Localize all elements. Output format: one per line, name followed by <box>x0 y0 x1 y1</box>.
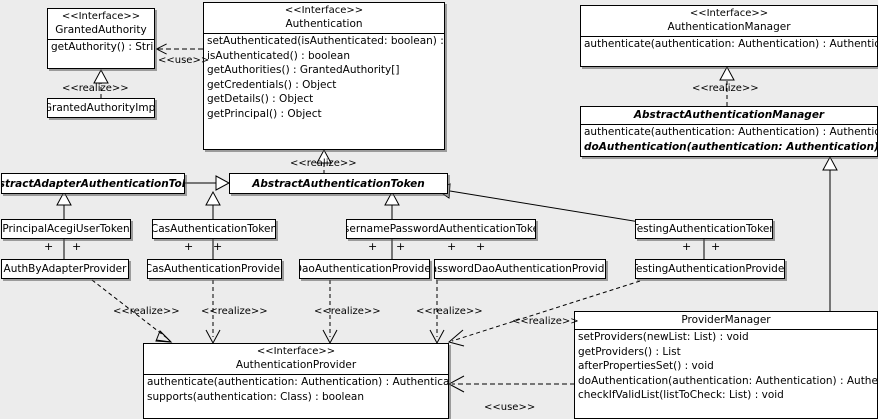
class-authentication-provider[interactable]: <<Interface>> AuthenticationProvider aut… <box>143 343 449 419</box>
class-name: GrantedAuthorityImpl <box>47 102 155 114</box>
stereotype-label: <<Interface>> <box>689 8 769 19</box>
class-header: <<Interface>> AuthenticationProvider <box>144 344 448 374</box>
class-abstract-authentication-token[interactable]: AbstractAuthenticationToken <box>229 173 448 194</box>
relationship-label-realize-authentication-token: <<realize>> <box>290 158 357 169</box>
operation: authenticate(authentication: Authenticat… <box>147 376 449 388</box>
class-name: GrantedAuthority <box>55 24 147 36</box>
class-name: PasswordDaoAuthenticationProvider <box>434 263 606 275</box>
class-name: ProviderManager <box>681 314 771 326</box>
operation: authenticate(authentication: Authenticat… <box>584 126 878 138</box>
association-plus: + <box>72 240 82 253</box>
operation: getAuthority() : String <box>51 41 154 53</box>
operations-compartment: authenticate(authentication: Authenticat… <box>144 374 448 404</box>
class-testing-authentication-token[interactable]: TestingAuthenticationToken <box>635 219 773 239</box>
class-header: <<Interface>> AuthenticationManager <box>581 6 877 36</box>
class-name: AuthenticationProvider <box>235 359 357 371</box>
association-plus: + <box>184 240 194 253</box>
class-username-password-authentication-token[interactable]: UsernamePasswordAuthenticationToken <box>346 219 536 239</box>
association-plus: + <box>368 240 378 253</box>
class-name: AbstractAuthenticationManager <box>633 109 825 121</box>
class-granted-authority-impl[interactable]: GrantedAuthorityImpl <box>47 98 155 118</box>
association-plus: + <box>682 240 692 253</box>
stereotype-label: <<Interface>> <box>256 346 336 357</box>
relationship-label-realize-granted-authority: <<realize>> <box>62 83 129 94</box>
relationship-label-realize-provider-3: <<realize>> <box>314 306 381 317</box>
operation: setAuthenticated(isAuthenticated: boolea… <box>207 35 445 47</box>
class-principal-acegi-user-token[interactable]: PrincipalAcegiUserToken <box>1 219 131 239</box>
class-name: PrincipalAcegiUserToken <box>2 223 130 235</box>
operation: isAuthenticated() : boolean <box>207 49 350 62</box>
relationship-label-realize-provider-1: <<realize>> <box>113 306 180 317</box>
class-name: CasAuthenticationToken <box>152 223 276 235</box>
association-plus: + <box>476 240 486 253</box>
class-granted-authority[interactable]: <<Interface>> GrantedAuthority getAuthor… <box>47 8 155 69</box>
operation: afterPropertiesSet() : void <box>578 360 714 373</box>
class-header: <<Interface>> Authentication <box>204 3 444 33</box>
class-name: AbstractAdapterAuthenticationToken <box>2 177 184 190</box>
operation: getProviders() : List <box>578 345 681 358</box>
class-abstract-adapter-authentication-token[interactable]: AbstractAdapterAuthenticationToken <box>1 173 185 194</box>
operations-compartment: authenticate(authentication: Authenticat… <box>581 124 877 154</box>
operation: doAuthentication(authentication: Authent… <box>584 140 878 153</box>
operation: doAuthentication(authentication: Authent… <box>578 374 878 387</box>
operations-compartment: authenticate(authentication: Authenticat… <box>581 36 877 52</box>
class-name: DaoAuthenticationProvider <box>299 263 430 275</box>
class-name: CasAuthenticationProvider <box>147 263 282 275</box>
relationship-label-realize-provider-2: <<realize>> <box>201 306 268 317</box>
relationship-label-realize-provider-4: <<realize>> <box>416 306 483 317</box>
class-cas-authentication-token[interactable]: CasAuthenticationToken <box>152 219 276 239</box>
operation: supports(authentication: Class) : boolea… <box>147 390 364 403</box>
class-testing-authentication-provider[interactable]: TestingAuthenticationProvider <box>635 259 785 279</box>
relationship-label-use-provider-manager: <<use>> <box>484 402 536 413</box>
association-plus: + <box>213 240 223 253</box>
class-name: TestingAuthenticationToken <box>635 223 773 235</box>
relationship-label-use-granted-authority: <<use>> <box>158 55 210 66</box>
class-name: AuthenticationManager <box>667 21 791 33</box>
class-dao-authentication-provider[interactable]: DaoAuthenticationProvider <box>299 259 430 279</box>
class-header: AbstractAuthenticationManager <box>581 107 877 124</box>
relationship-label-realize-provider-5: <<realize>> <box>512 316 579 327</box>
operation: authenticate(authentication: Authenticat… <box>584 38 878 50</box>
association-plus: + <box>711 240 721 253</box>
class-provider-manager[interactable]: ProviderManager setProviders(newList: Li… <box>574 311 878 419</box>
class-authentication[interactable]: <<Interface>> Authentication setAuthenti… <box>203 2 445 150</box>
class-cas-authentication-provider[interactable]: CasAuthenticationProvider <box>147 259 282 279</box>
operations-compartment: setProviders(newList: List) : void getPr… <box>575 329 877 403</box>
operation: checkIfValidList(listToCheck: List) : vo… <box>578 389 784 402</box>
class-name: UsernamePasswordAuthenticationToken <box>346 223 536 235</box>
class-authentication-manager[interactable]: <<Interface>> AuthenticationManager auth… <box>580 5 878 67</box>
class-password-dao-authentication-provider[interactable]: PasswordDaoAuthenticationProvider <box>434 259 606 279</box>
relationship-label-realize-auth-manager: <<realize>> <box>692 83 759 94</box>
stereotype-label: <<Interface>> <box>61 11 141 22</box>
class-auth-by-adapter-provider[interactable]: AuthByAdapterProvider <box>1 259 129 279</box>
stereotype-label: <<Interface>> <box>284 5 364 16</box>
class-name: Authentication <box>285 18 363 30</box>
operation: getAuthorities() : GrantedAuthority[] <box>207 64 400 77</box>
class-header: <<Interface>> GrantedAuthority <box>48 9 154 39</box>
class-name: AbstractAuthenticationToken <box>252 177 425 190</box>
operation: getCredentials() : Object <box>207 78 337 91</box>
operation: getDetails() : Object <box>207 93 314 106</box>
association-plus: + <box>396 240 406 253</box>
association-plus: + <box>447 240 457 253</box>
association-plus: + <box>44 240 54 253</box>
operation: setProviders(newList: List) : void <box>578 331 749 343</box>
class-name: AuthByAdapterProvider <box>3 263 127 275</box>
class-abstract-authentication-manager[interactable]: AbstractAuthenticationManager authentica… <box>580 106 878 157</box>
class-name: TestingAuthenticationProvider <box>635 263 785 275</box>
class-header: ProviderManager <box>575 312 877 329</box>
operations-compartment: getAuthority() : String <box>48 39 154 55</box>
operation: getPrincipal() : Object <box>207 107 322 120</box>
operations-compartment: setAuthenticated(isAuthenticated: boolea… <box>204 33 444 122</box>
